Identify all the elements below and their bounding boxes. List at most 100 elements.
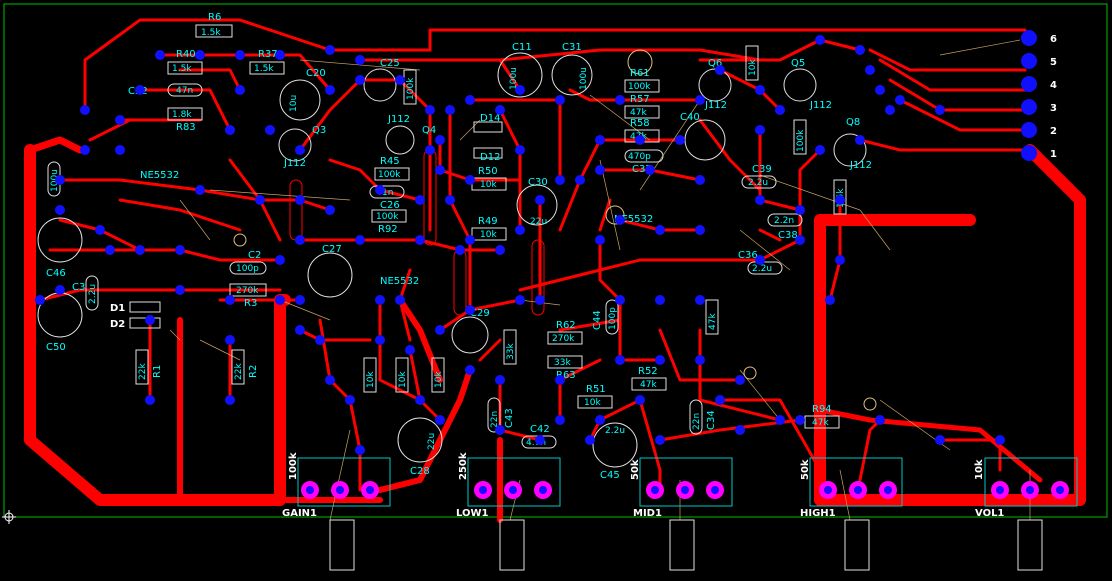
solder-pad	[395, 295, 405, 305]
connector-pin-6[interactable]	[1021, 30, 1037, 46]
pot-low[interactable]: LOW1 250k	[456, 452, 561, 571]
solder-pad	[55, 175, 65, 185]
solder-pad	[635, 135, 645, 145]
solder-pad	[415, 195, 425, 205]
q4[interactable]: Q4 J112	[385, 114, 436, 155]
cap-c29[interactable]: C29	[451, 308, 490, 354]
pot-mid[interactable]: MID1 50k	[630, 457, 733, 571]
pot-high-ref: HIGH1	[800, 508, 836, 519]
ic1-label: NE5532	[140, 170, 179, 181]
solder-pad	[835, 255, 845, 265]
res-r64[interactable]: 33k	[503, 329, 517, 365]
res-r55[interactable]: 100k	[793, 119, 807, 155]
r57-ref: R57	[630, 94, 650, 105]
solder-pad	[195, 50, 205, 60]
connector-pin-3[interactable]	[1021, 99, 1037, 115]
ic2[interactable]: NE5532	[380, 276, 419, 287]
diode-d1[interactable]: D1	[110, 301, 161, 314]
solder-pad	[515, 85, 525, 95]
solder-pad	[735, 425, 745, 435]
ic3[interactable]: NE5532	[614, 214, 653, 225]
solder-pad	[655, 225, 665, 235]
q8[interactable]: Q8 J112	[833, 117, 872, 171]
solder-pad	[115, 115, 125, 125]
solder-pad	[875, 85, 885, 95]
c25-ref: C25	[380, 58, 400, 69]
cap-c46[interactable]: C46	[37, 217, 83, 279]
solder-pad	[795, 235, 805, 245]
connector-pin-2[interactable]	[1021, 122, 1037, 138]
solder-pad	[935, 435, 945, 445]
solder-pad	[145, 395, 155, 405]
solder-pad	[595, 135, 605, 145]
res-r41[interactable]: 100k	[403, 69, 417, 105]
q3[interactable]: Q3 J112	[278, 125, 326, 169]
res-r60[interactable]: 10k	[745, 45, 759, 81]
connector-pin-1[interactable]	[1021, 145, 1037, 161]
res-r48[interactable]: 10k	[431, 357, 445, 393]
connector-pin-4[interactable]	[1021, 76, 1037, 92]
cap-c25[interactable]: C25	[363, 58, 400, 102]
ic1[interactable]: NE5532	[140, 170, 179, 181]
res-r53[interactable]: 47k	[705, 299, 719, 335]
cap-c40[interactable]: C40	[680, 112, 726, 161]
diode-d2[interactable]: D2	[110, 317, 161, 330]
solder-pad	[145, 315, 155, 325]
res-r6[interactable]: R61.5k	[195, 12, 233, 38]
c3-ref: C3	[72, 282, 85, 293]
pot-high[interactable]: HIGH1 50k	[800, 457, 903, 571]
solder-pad	[875, 415, 885, 425]
solder-pad	[235, 50, 245, 60]
solder-pad	[535, 295, 545, 305]
pot-vol[interactable]: VOL1 10k	[974, 457, 1078, 571]
q6[interactable]: Q6 J112	[698, 58, 732, 111]
pot-gain[interactable]: GAIN1 100k	[282, 452, 391, 571]
q5[interactable]: Q5 J112	[783, 58, 832, 111]
diode-d12[interactable]: D12	[473, 147, 503, 163]
cap-c27[interactable]: C27	[307, 244, 353, 298]
connector-pin-5[interactable]	[1021, 53, 1037, 69]
r61-value: 100k	[628, 82, 651, 92]
diode-d14[interactable]: D14	[473, 113, 503, 133]
res-r47[interactable]: 10k	[395, 357, 409, 393]
solder-pad	[295, 325, 305, 335]
connector-label-6: 6	[1050, 34, 1057, 45]
c37-value: 470p	[628, 152, 651, 162]
cap-c50[interactable]: C50	[37, 292, 83, 353]
res-r46[interactable]: 10k	[363, 357, 377, 393]
r63-value: 33k	[554, 358, 571, 368]
